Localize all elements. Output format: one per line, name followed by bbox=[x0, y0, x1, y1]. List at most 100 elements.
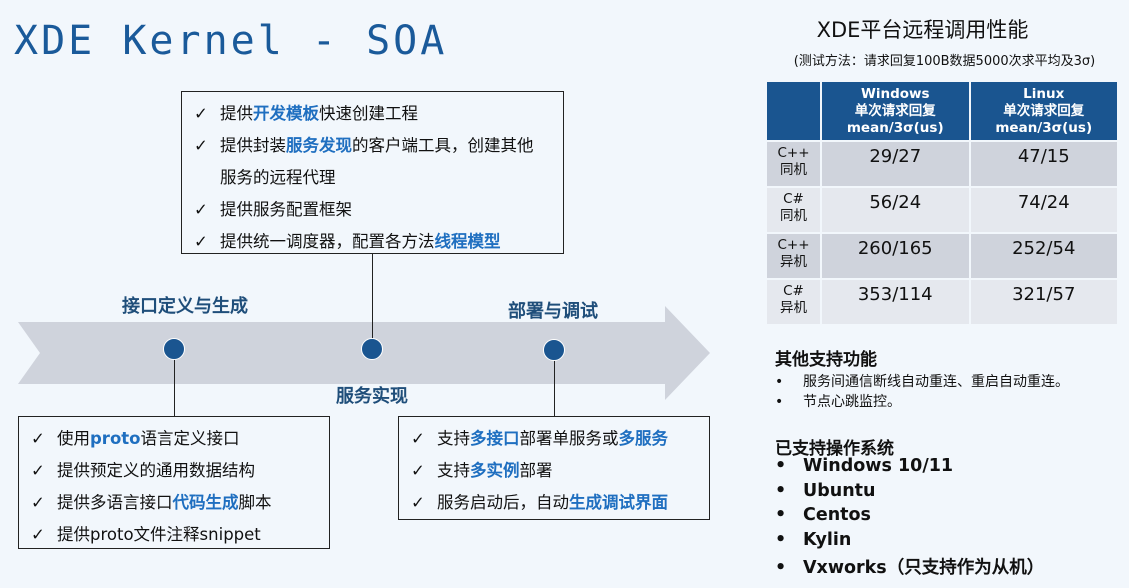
os-item: •Kylin bbox=[775, 530, 851, 550]
windows-value: 29/27 bbox=[820, 140, 971, 188]
timeline-dot bbox=[163, 338, 185, 360]
highlight-text: 开发模板 bbox=[253, 104, 319, 123]
stage-label-interface: 接口定义与生成 bbox=[122, 296, 248, 317]
feature-text: 提供服务配置框架 bbox=[220, 194, 352, 226]
feature-text: 支持多接口部署单服务或多服务 bbox=[437, 423, 668, 455]
highlight-text: 代码生成 bbox=[172, 493, 239, 512]
row-header: C++异机 bbox=[765, 232, 822, 280]
text-segment: 部署单服务或 bbox=[519, 429, 619, 448]
feature-text: 提供开发模板快速创建工程 bbox=[220, 98, 418, 130]
text-segment: 服务启动后，自动 bbox=[437, 493, 569, 512]
highlight-text: proto bbox=[90, 429, 141, 448]
text-segment: 提供预定义的通用数据结构 bbox=[57, 461, 255, 480]
os-item: • Windows 10/11 bbox=[775, 456, 953, 476]
feature-item: ✓ 使用proto语言定义接口 bbox=[31, 423, 319, 455]
feature-text: 提供预定义的通用数据结构 bbox=[57, 455, 255, 487]
feature-text: 提供封装服务发现的客户端工具，创建其他 bbox=[220, 130, 534, 162]
check-icon: ✓ bbox=[194, 136, 208, 155]
mode: 异机 bbox=[780, 254, 807, 270]
feature-item: ✓ 提供服务配置框架 bbox=[194, 194, 553, 226]
highlight-text: 线程模型 bbox=[434, 232, 501, 251]
performance-subtitle: (测试方法：请求回复100B数据5000次求平均及3σ) bbox=[793, 54, 1096, 69]
interface-feature-box: ✓ 使用proto语言定义接口 ✓ 提供预定义的通用数据结构 ✓ 提供多语言接口代码生成脚… bbox=[18, 416, 330, 549]
list-item: •节点心跳监控。 bbox=[775, 394, 901, 410]
feature-item: ✓ 服务启动后，自动生成调试界面 bbox=[411, 487, 699, 519]
supported-os-title: 已支持操作系统 bbox=[775, 439, 894, 459]
text-segment: 使用 bbox=[57, 429, 90, 448]
text-segment: 提供 bbox=[220, 104, 253, 123]
check-icon: ✓ bbox=[31, 429, 45, 448]
text-segment: 提供服务配置框架 bbox=[220, 200, 352, 219]
windows-value: 353/114 bbox=[820, 278, 971, 326]
connector-line bbox=[174, 355, 175, 416]
os-item: •Vxworks（只支持作为从机） bbox=[775, 554, 1044, 579]
row-header: C#异机 bbox=[765, 278, 822, 326]
text-segment: 快速创建工程 bbox=[319, 104, 418, 123]
feature-item: ✓ 提供多语言接口代码生成脚本 bbox=[31, 487, 319, 519]
stage-label-implementation: 服务实现 bbox=[336, 386, 408, 407]
check-icon: ✓ bbox=[31, 525, 45, 544]
language: C# bbox=[783, 283, 804, 299]
linux-value: 47/15 bbox=[968, 140, 1119, 188]
row-header: C#同机 bbox=[765, 186, 822, 234]
text-segment: 支持 bbox=[437, 429, 470, 448]
feature-item: ✓ 提供预定义的通用数据结构 bbox=[31, 455, 319, 487]
feature-item: ✓ 提供封装服务发现的客户端工具，创建其他 bbox=[194, 130, 553, 162]
text-segment: 提供封装 bbox=[220, 136, 286, 155]
text-segment: 部署 bbox=[519, 461, 553, 480]
row-header: C++同机 bbox=[765, 140, 822, 188]
corner-header bbox=[765, 80, 822, 142]
connector-line bbox=[554, 355, 555, 416]
windows-value: 260/165 bbox=[820, 232, 971, 280]
feature-item: ✓ 提供开发模板快速创建工程 bbox=[194, 98, 553, 130]
check-icon: ✓ bbox=[411, 461, 425, 480]
text-segment: 的客户端工具，创建其他 bbox=[352, 136, 534, 155]
bullet-icon: • bbox=[775, 480, 787, 501]
linux-value: 252/54 bbox=[968, 232, 1119, 280]
language: C++ bbox=[777, 237, 810, 253]
check-icon: ✓ bbox=[194, 200, 208, 219]
check-icon: ✓ bbox=[194, 104, 208, 123]
bullet-icon: • bbox=[775, 456, 787, 476]
os-name: Centos bbox=[803, 505, 871, 525]
feature-item: ✓提供统一调度器，配置各方法线程模型 bbox=[194, 226, 553, 258]
check-icon: ✓ bbox=[31, 461, 45, 480]
highlight-text: 多实例 bbox=[470, 461, 520, 480]
highlight-text: 多服务 bbox=[618, 429, 669, 448]
text-segment: 提供多语言接口 bbox=[57, 493, 173, 512]
feature-text: 提供统一调度器，配置各方法线程模型 bbox=[220, 226, 501, 258]
windows-value: 56/24 bbox=[820, 186, 971, 234]
feature-item: ✓ 支持多实例部署 bbox=[411, 455, 699, 487]
text-segment: 语言定义接口 bbox=[140, 429, 240, 448]
deploy-feature-box: ✓ 支持多接口部署单服务或多服务 ✓ 支持多实例部署 ✓ 服务启动后，自动生成调试界面 bbox=[398, 416, 710, 520]
highlight-text: 服务发现 bbox=[286, 136, 352, 155]
text-segment: 提供proto文件注释snippet bbox=[57, 525, 261, 544]
text-segment: 提供统一调度器，配置各方法 bbox=[220, 232, 435, 251]
text-segment: 脚本 bbox=[238, 493, 272, 512]
os-item: •Centos bbox=[775, 505, 871, 525]
stage-label-deploy: 部署与调试 bbox=[508, 301, 598, 322]
check-icon: ✓ bbox=[411, 493, 425, 512]
text-segment: 支持 bbox=[437, 461, 470, 480]
os-name: Windows 10/11 bbox=[803, 456, 954, 476]
language: C++ bbox=[777, 145, 810, 161]
connector-line bbox=[372, 253, 373, 343]
slide-title: XDE Kernel - SOA bbox=[14, 18, 448, 64]
performance-title: XDE平台远程调用性能 bbox=[816, 18, 1029, 42]
check-icon: ✓ bbox=[411, 429, 425, 448]
feature-item: ✓ 提供proto文件注释snippet bbox=[31, 519, 319, 551]
feature-text-continued: 服务的远程代理 bbox=[220, 168, 336, 187]
other-features-title: 其他支持功能 bbox=[775, 350, 877, 370]
implementation-feature-box: ✓提供开发模板快速创建工程✓提供封装服务发现的客户端工具，创建其他服务的远程代理… bbox=[181, 91, 564, 254]
mode: 异机 bbox=[780, 300, 807, 316]
highlight-text: 多接口 bbox=[470, 429, 520, 448]
timeline-dot bbox=[543, 339, 565, 361]
list-item: •服务间通信断线自动重连、重启自动重连。 bbox=[775, 374, 1069, 390]
highlight-text: 生成调试界面 bbox=[569, 493, 668, 512]
check-icon: ✓ bbox=[31, 493, 45, 512]
